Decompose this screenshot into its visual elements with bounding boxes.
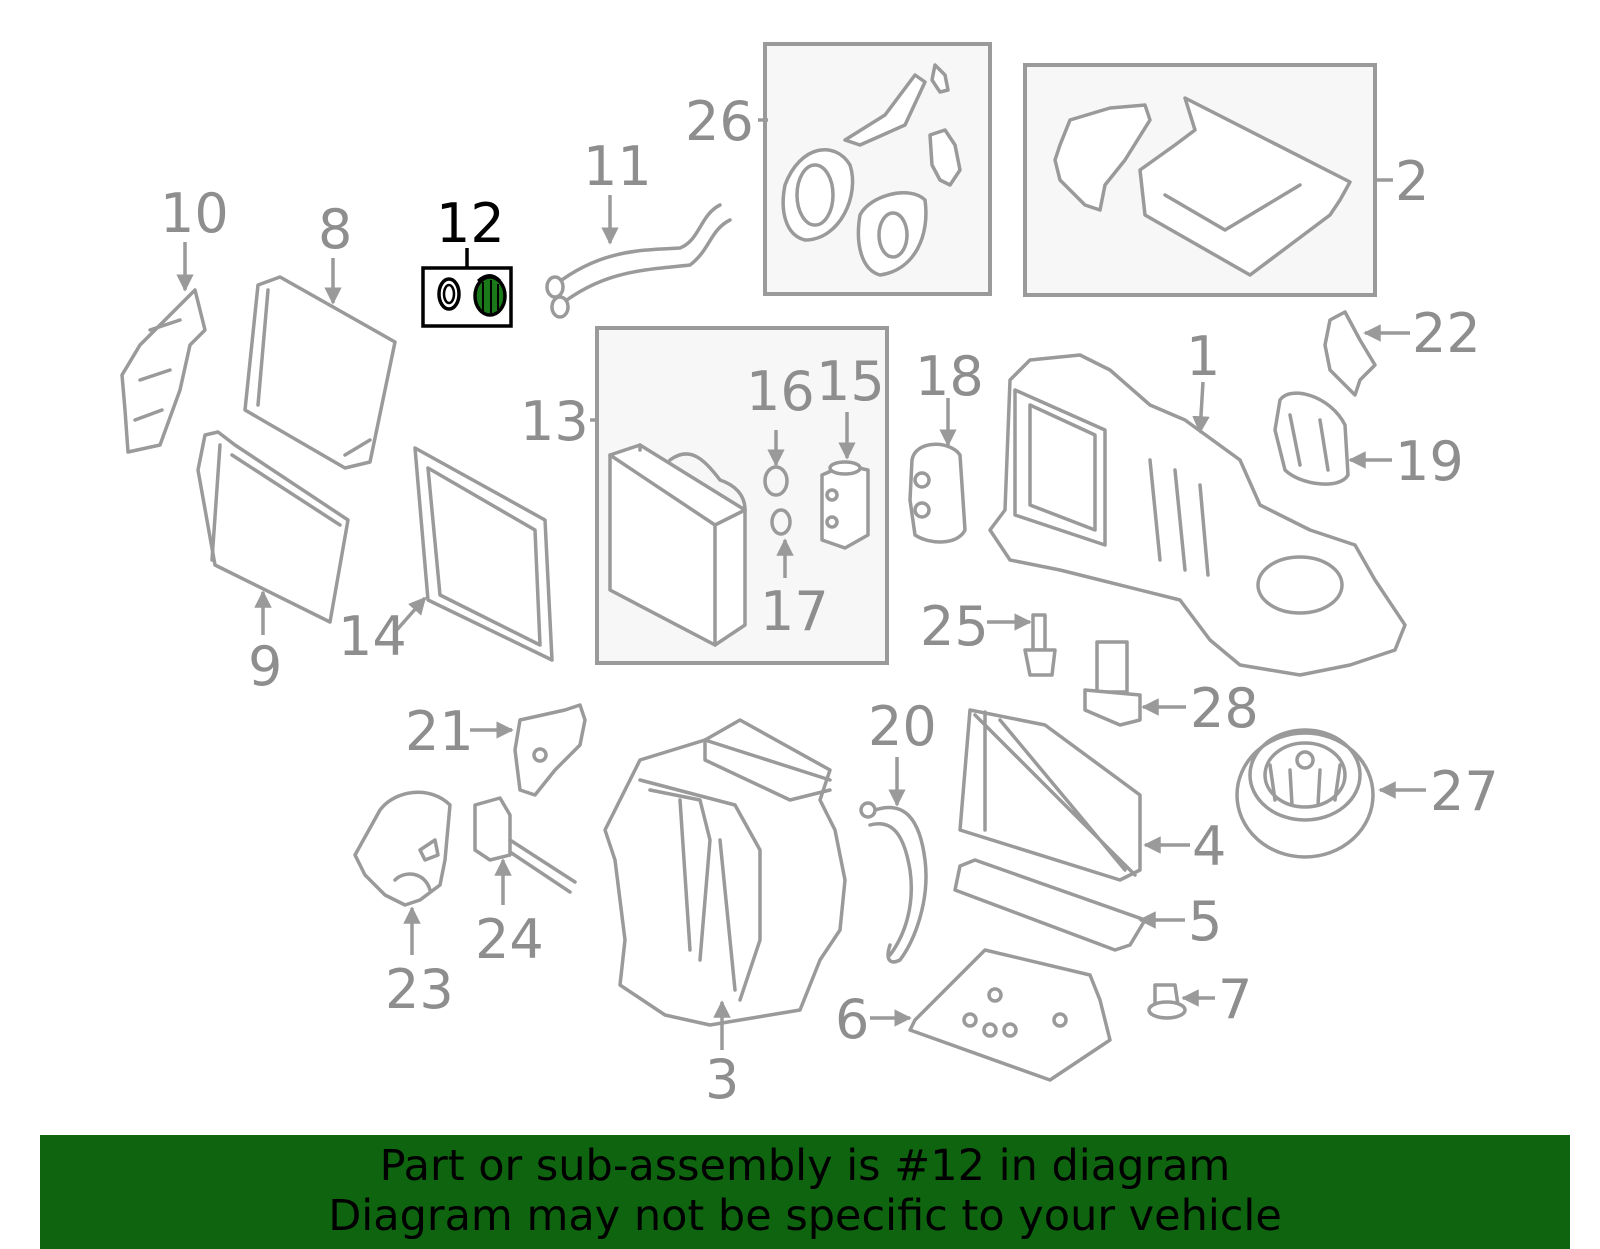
part-28-resistor[interactable]: [1083, 640, 1142, 727]
callout-22: 22: [1412, 302, 1481, 365]
callout-17: 17: [760, 580, 829, 643]
part-8-filter-housing[interactable]: [243, 275, 397, 470]
part-19-gasket[interactable]: [1273, 391, 1350, 486]
part-14-filter-frame[interactable]: [413, 446, 554, 662]
callout-13: 13: [520, 390, 589, 453]
leader-lines: [176, 118, 1426, 1050]
callout-23: 23: [385, 958, 454, 1021]
callout-28: 28: [1190, 677, 1259, 740]
callout-14: 14: [338, 605, 407, 668]
part-1-hvac-housing[interactable]: [988, 353, 1407, 677]
part-20-drain-hose[interactable]: [859, 801, 928, 964]
callout-15: 15: [816, 350, 885, 413]
callout-6: 6: [835, 988, 869, 1051]
callout-16: 16: [746, 360, 815, 423]
part-10-bracket[interactable]: [120, 288, 207, 454]
part-2-cover[interactable]: [1053, 96, 1352, 277]
part-16-oring[interactable]: [763, 465, 789, 497]
part-12-seal-kit[interactable]: [421, 266, 513, 328]
callout-10: 10: [160, 182, 229, 245]
callout-2: 2: [1395, 150, 1429, 213]
callout-18: 18: [915, 345, 984, 408]
part-6-cover-plate[interactable]: [908, 948, 1112, 1082]
part-15-expansion-valve[interactable]: [820, 460, 870, 550]
part-13-evaporator[interactable]: [608, 443, 747, 647]
part-26-linkage-kit[interactable]: [781, 63, 962, 277]
callout-24: 24: [475, 908, 544, 971]
callout-20: 20: [868, 695, 937, 758]
part-24-sensor[interactable]: [473, 796, 577, 894]
part-11-tube[interactable]: [545, 203, 732, 319]
callout-12: 12: [436, 192, 505, 255]
info-banner: Part or sub-assembly is #12 in diagram D…: [40, 1135, 1570, 1249]
part-18-actuator[interactable]: [908, 442, 967, 544]
banner-line-1: Part or sub-assembly is #12 in diagram: [379, 1141, 1231, 1191]
callout-26: 26: [685, 90, 754, 153]
part-27-blower-motor[interactable]: [1235, 728, 1375, 859]
part-22-bracket[interactable]: [1323, 310, 1377, 397]
part-23-actuator[interactable]: [353, 790, 452, 907]
part-5-seal-strip[interactable]: [953, 858, 1147, 952]
part-9-heater-core[interactable]: [196, 430, 350, 624]
callout-4: 4: [1192, 815, 1226, 878]
callout-8: 8: [318, 198, 352, 261]
part-4-cabin-filter[interactable]: [958, 708, 1142, 882]
parts-diagram: 10 8 12 11 26 2 13 16 15 17 18 1 22 19 9…: [120, 42, 1499, 1111]
callout-9: 9: [248, 635, 282, 698]
part-3-case[interactable]: [603, 718, 847, 1027]
callout-5: 5: [1188, 890, 1222, 953]
callout-21: 21: [405, 700, 474, 763]
callout-19: 19: [1395, 430, 1464, 493]
callout-27: 27: [1430, 760, 1499, 823]
part-21-actuator[interactable]: [513, 703, 587, 797]
part-25-sensor[interactable]: [1023, 613, 1057, 677]
callout-1: 1: [1186, 325, 1220, 388]
banner-line-2: Diagram may not be specific to your vehi…: [328, 1191, 1282, 1241]
callout-7: 7: [1218, 968, 1252, 1031]
callout-11: 11: [583, 135, 652, 198]
part-17-oring[interactable]: [770, 508, 792, 536]
part-7-clip[interactable]: [1147, 983, 1187, 1020]
callout-3: 3: [705, 1048, 739, 1111]
callout-25: 25: [920, 595, 989, 658]
